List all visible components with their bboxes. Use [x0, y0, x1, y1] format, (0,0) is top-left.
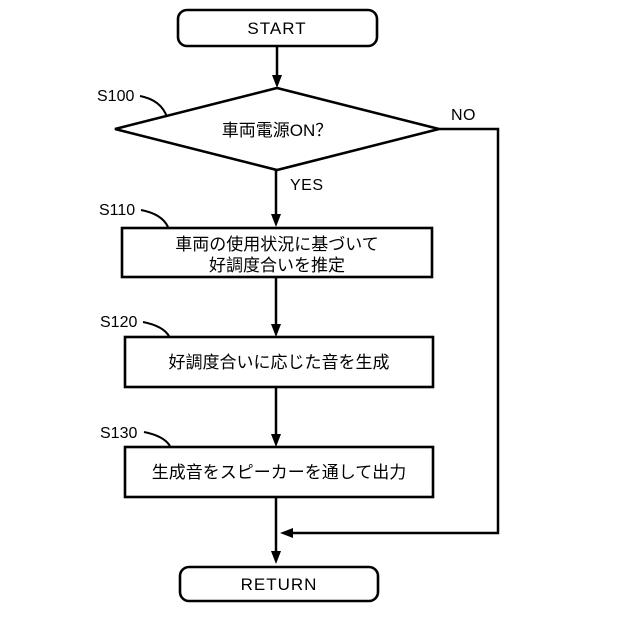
no-branch-connector [285, 127, 500, 535]
step-label-s130: S130 [100, 425, 137, 442]
process-s120-line1: 好調度合いに応じた音を生成 [169, 353, 390, 372]
process-box-s120 [123, 335, 435, 389]
process-s110-line1: 車両の使用状況に基づいて [175, 234, 379, 254]
decision-text: 車両電源ON？ [222, 121, 333, 140]
arrowhead-s120-to-s130 [271, 434, 281, 447]
arrowhead-start-to-decision [272, 75, 282, 88]
arrowhead-s130-to-return [271, 551, 281, 564]
process-box-s130 [123, 445, 435, 499]
arrowhead-decision-to-s110 [271, 214, 281, 227]
step-label-s120: S120 [100, 314, 137, 331]
yes-label: YES [290, 177, 324, 194]
leader-line-s100 [139, 94, 168, 118]
step-label-s110: S110 [99, 202, 135, 219]
process-box-s110 [120, 226, 434, 279]
return-terminal [178, 565, 380, 603]
arrowhead-s110-to-s120 [271, 324, 281, 337]
no-label: NO [451, 107, 476, 124]
return-label: RETURN [241, 575, 318, 594]
process-s110-line2: 好調度合いを推定 [209, 256, 345, 275]
start-label: START [247, 19, 306, 38]
arrowhead-no-branch-merge [280, 528, 293, 538]
step-label-s100: S100 [97, 88, 134, 105]
leader-line-s130 [143, 430, 171, 447]
leader-line-s110 [140, 208, 169, 228]
process-s130-line1: 生成音をスピーカーを通して出力 [152, 463, 407, 482]
leader-line-s120 [142, 320, 170, 337]
